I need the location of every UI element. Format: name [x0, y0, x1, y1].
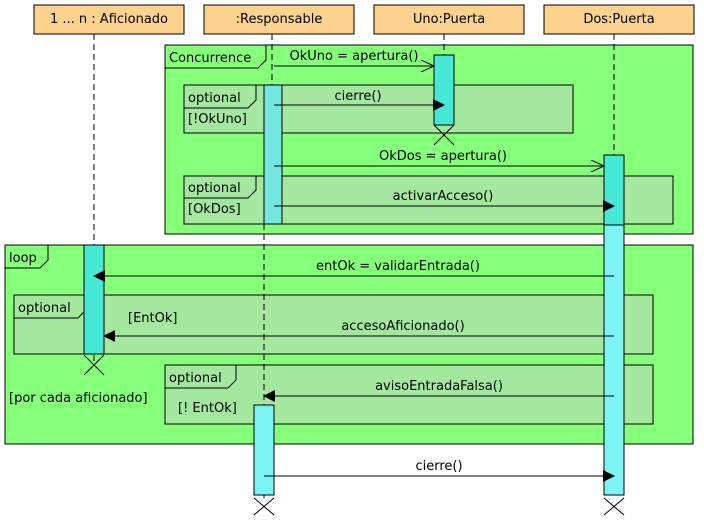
guard-label: [! EntOk]: [178, 401, 237, 416]
message-acceso-aficionado: accesoAficionado(): [103, 319, 614, 342]
participant-label: 1 ... n : Aficionado: [50, 12, 168, 27]
activation-uno-puerta: [433, 54, 455, 126]
message-activar-acceso: activarAcceso(): [274, 189, 615, 212]
guard-label: [OkDos]: [188, 202, 241, 217]
optional-fragment-okuno: optional [!OkUno]: [183, 84, 574, 134]
participant-label: :Responsable: [236, 12, 323, 27]
activation-dos-puerta: [603, 154, 625, 226]
activation-responsable: [263, 84, 283, 225]
optional-label: optional: [188, 181, 241, 196]
loop-frame-label: loop: [9, 251, 37, 266]
loop-guard-label: [por cada aficionado]: [9, 391, 148, 406]
message-label: entOk = validarEntrada(): [316, 259, 480, 274]
activation-aficionado: [83, 244, 105, 355]
message-aviso-entrada-falsa: avisoEntradaFalsa(): [263, 379, 614, 402]
participant-label: Uno:Puerta: [413, 12, 485, 27]
optional-label: optional: [18, 301, 71, 316]
destroy-mark-responsable: [253, 497, 275, 516]
message-label: cierre(): [334, 89, 381, 104]
guard-label: [EntOk]: [128, 311, 177, 326]
message-label: avisoEntradaFalsa(): [375, 379, 503, 394]
message-label: activarAcceso(): [393, 189, 494, 204]
message-label: OkDos = apertura(): [379, 149, 507, 164]
activation-responsable: [253, 404, 275, 496]
optional-label: optional: [169, 371, 222, 386]
message-label: OkUno = apertura(): [290, 49, 419, 64]
destroy-mark-aficionado: [83, 354, 105, 376]
concurrence-frame-label: Concurrence: [169, 51, 251, 66]
optional-fragment-not-entok: optional [! EntOk]: [164, 364, 654, 425]
optional-label: optional: [188, 91, 241, 106]
message-okdos-apertura: OkDos = apertura(): [274, 149, 604, 166]
message-cierre-uno: cierre(): [274, 89, 445, 111]
message-validar-entrada: entOk = validarEntrada(): [93, 259, 614, 282]
participant-responsable: :Responsable: [203, 4, 355, 35]
guard-label: [!OkUno]: [188, 112, 247, 127]
participant-dos-puerta: Dos:Puerta: [543, 4, 695, 35]
destroy-mark-uno-puerta: [433, 124, 455, 146]
message-okuno-apertura: OkUno = apertura(): [274, 49, 434, 66]
message-cierre-dos: cierre(): [264, 459, 615, 482]
optional-fragment-entok: optional [EntOk]: [13, 294, 654, 355]
destroy-mark-dos-puerta: [603, 497, 625, 516]
participant-aficionado: 1 ... n : Aficionado: [33, 4, 185, 35]
activation-dos-puerta: [603, 224, 625, 496]
participant-uno-puerta: Uno:Puerta: [373, 4, 525, 35]
message-label: cierre(): [415, 459, 462, 474]
message-label: accesoAficionado(): [341, 319, 464, 334]
participant-label: Dos:Puerta: [583, 12, 654, 27]
